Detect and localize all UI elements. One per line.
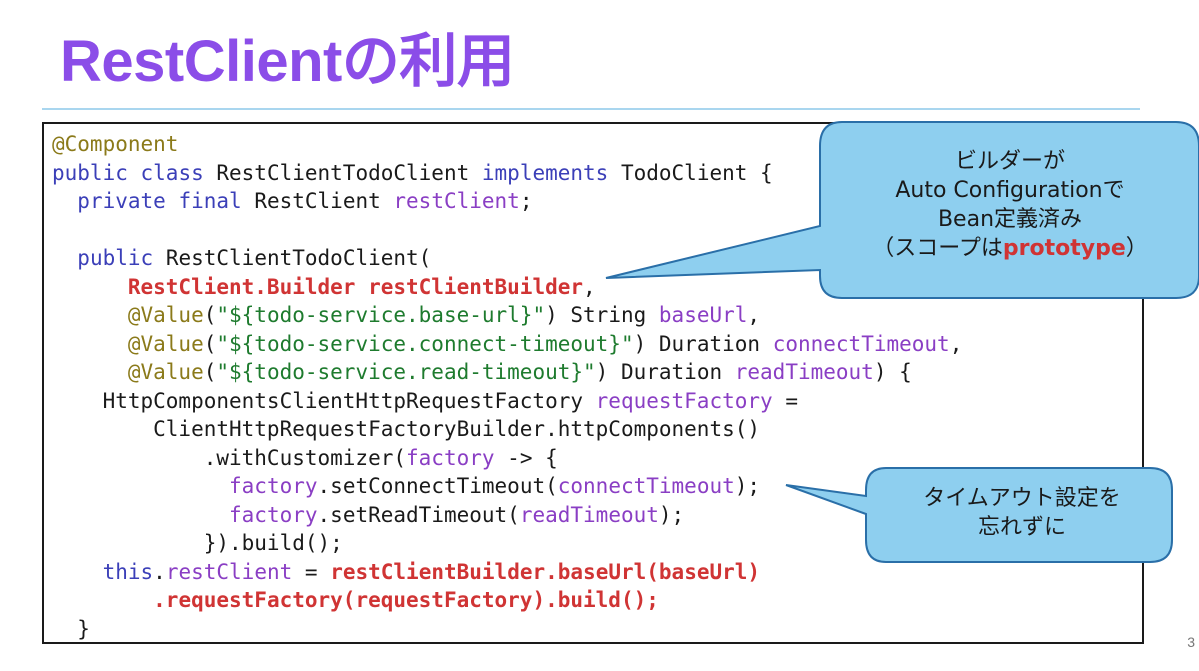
- code-line: this.restClient = restClientBuilder.base…: [52, 558, 962, 587]
- code-token: HttpComponentsClientHttpRequestFactory: [52, 388, 596, 413]
- code-line: }).build();: [52, 529, 962, 558]
- code-token: baseUrl: [658, 303, 748, 327]
- code-token: this: [102, 559, 154, 584]
- code-token: );: [734, 474, 761, 498]
- code-token: @Value: [127, 331, 204, 356]
- code-token: TodoClient {: [620, 160, 773, 185]
- code-token: connectTimeout: [772, 331, 950, 356]
- builder-callout-line4: （スコープはprototype）: [840, 234, 1180, 263]
- code-token: factory: [229, 502, 318, 527]
- code-token: (: [203, 360, 217, 384]
- builder-callout-bubble: [605, 121, 1199, 299]
- code-token: restClientBuilder.baseUrl(baseUrl): [330, 559, 761, 584]
- code-token: ,: [583, 274, 596, 299]
- code-line: @Component: [52, 130, 962, 159]
- builder-callout-line3: Bean定義済み: [937, 207, 1083, 232]
- code-line: .withCustomizer(factory -> {: [52, 444, 962, 473]
- code-token: (: [203, 331, 217, 356]
- code-line: @Value("${todo-service.read-timeout}") D…: [52, 358, 962, 387]
- code-token: ) {: [873, 360, 912, 384]
- code-token: .requestFactory(requestFactory).build();: [153, 588, 659, 612]
- code-token: @Component: [52, 132, 179, 156]
- code-token: .setReadTimeout(: [317, 502, 520, 527]
- code-line: private final RestClient restClient;: [52, 187, 962, 216]
- code-token: .withCustomizer(: [52, 445, 407, 470]
- builder-callout-line4-suffix: ）: [1125, 236, 1148, 261]
- builder-callout-line4-prefix: （スコープは: [872, 236, 1003, 261]
- code-token: public: [52, 160, 141, 185]
- slide-title: RestClientの利用: [60, 29, 515, 94]
- code-token: requestFactory: [595, 388, 773, 413]
- code-line: HttpComponentsClientHttpRequestFactory r…: [52, 387, 962, 416]
- code-token: =: [292, 559, 331, 584]
- code-line: }: [52, 615, 962, 644]
- code-token: ClientHttpRequestFactoryBuilder.httpComp…: [52, 417, 761, 441]
- code-token: @Value: [127, 303, 204, 327]
- builder-callout-line1: ビルダーが: [954, 149, 1065, 174]
- code-token: (: [203, 303, 217, 327]
- builder-callout-line2: Auto Configurationで: [895, 178, 1125, 203]
- code-token: .setConnectTimeout(: [317, 474, 558, 498]
- code-token: }).build();: [52, 531, 343, 555]
- code-token: ,: [949, 331, 963, 356]
- code-line: public RestClientTodoClient(: [52, 244, 962, 273]
- code-token: private: [77, 189, 179, 213]
- code-token: RestClient: [254, 189, 394, 213]
- code-token: @Value: [127, 360, 204, 384]
- code-token: ;: [519, 189, 533, 213]
- code-token: class: [140, 160, 217, 185]
- code-line: ClientHttpRequestFactoryBuilder.httpComp…: [52, 415, 962, 444]
- code-line: @Value("${todo-service.base-url}") Strin…: [52, 301, 962, 330]
- code-token: ,: [747, 303, 761, 327]
- page-number: 3: [1187, 634, 1195, 650]
- code-token: implements: [481, 160, 621, 185]
- code-token: .: [153, 559, 166, 584]
- code-token: }: [52, 616, 90, 641]
- code-line: factory.setReadTimeout(readTimeout);: [52, 501, 962, 530]
- code-token: -> {: [494, 445, 558, 470]
- timeout-callout-text: タイムアウト設定を 忘れずに: [876, 484, 1168, 542]
- code-token: );: [658, 502, 685, 527]
- code-token: RestClient.Builder restClientBuilder: [127, 274, 584, 299]
- code-token: readTimeout: [734, 360, 874, 384]
- code-token: ) Duration: [595, 360, 735, 384]
- builder-callout-highlight: prototype: [1002, 236, 1126, 261]
- code-token: readTimeout: [519, 502, 659, 527]
- code-token: "${todo-service.read-timeout}": [216, 360, 596, 384]
- code-token: restClient: [165, 559, 293, 584]
- code-line: .requestFactory(requestFactory).build();: [52, 586, 962, 615]
- code-token: "${todo-service.base-url}": [216, 303, 546, 327]
- code-token: ) String: [545, 303, 659, 327]
- code-token: ) Duration: [633, 331, 773, 356]
- timeout-callout-bubble: [785, 467, 1173, 563]
- code-token: factory: [229, 474, 318, 498]
- timeout-callout-line2: 忘れずに: [977, 515, 1066, 540]
- code-token: factory: [406, 445, 495, 470]
- code-token: RestClientTodoClient: [216, 160, 482, 185]
- code-line: RestClient.Builder restClientBuilder,: [52, 273, 962, 302]
- code-token: connectTimeout: [557, 474, 735, 498]
- code-line: factory.setConnectTimeout(connectTimeout…: [52, 472, 962, 501]
- code-token: final: [178, 189, 255, 213]
- code-line: @Value("${todo-service.connect-timeout}"…: [52, 330, 963, 359]
- code-token: restClient: [393, 189, 520, 213]
- code-token: "${todo-service.connect-timeout}": [216, 331, 634, 356]
- code-token: public: [77, 246, 166, 270]
- title-divider: [42, 108, 1140, 110]
- timeout-callout-line1: タイムアウト設定を: [923, 486, 1121, 511]
- code-token: =: [772, 388, 798, 413]
- code-line: public class RestClientTodoClient implem…: [52, 159, 962, 188]
- builder-callout-text: ビルダーが Auto Configurationで Bean定義済み （スコープ…: [840, 147, 1180, 263]
- code-token: RestClientTodoClient(: [165, 246, 432, 270]
